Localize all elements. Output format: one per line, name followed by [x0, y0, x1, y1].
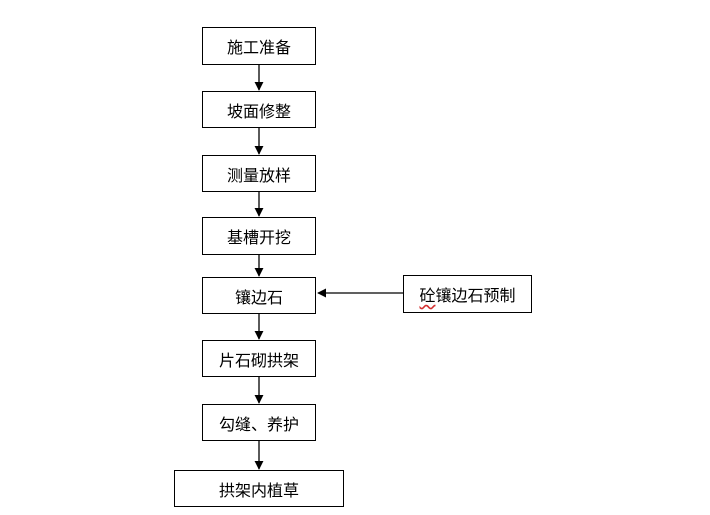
step-pointing-curing: 勾缝、养护 [202, 404, 316, 441]
step-construction-prep: 施工准备 [202, 27, 316, 65]
side-input-precast-edge-stone: 砼镶边石预制 [403, 275, 532, 313]
step-survey-layout: 测量放样 [202, 155, 316, 192]
step-trench-excavation: 基槽开挖 [202, 217, 316, 255]
step-grass-planting: 拱架内植草 [174, 470, 344, 507]
side-input-rest: 镶边石预制 [435, 286, 516, 305]
step-edge-stone: 镶边石 [202, 277, 316, 314]
side-input-prefix: 砼 [419, 286, 436, 305]
step-slope-trimming: 坡面修整 [202, 91, 316, 128]
step-rubble-arch-frame: 片石砌拱架 [202, 340, 316, 377]
